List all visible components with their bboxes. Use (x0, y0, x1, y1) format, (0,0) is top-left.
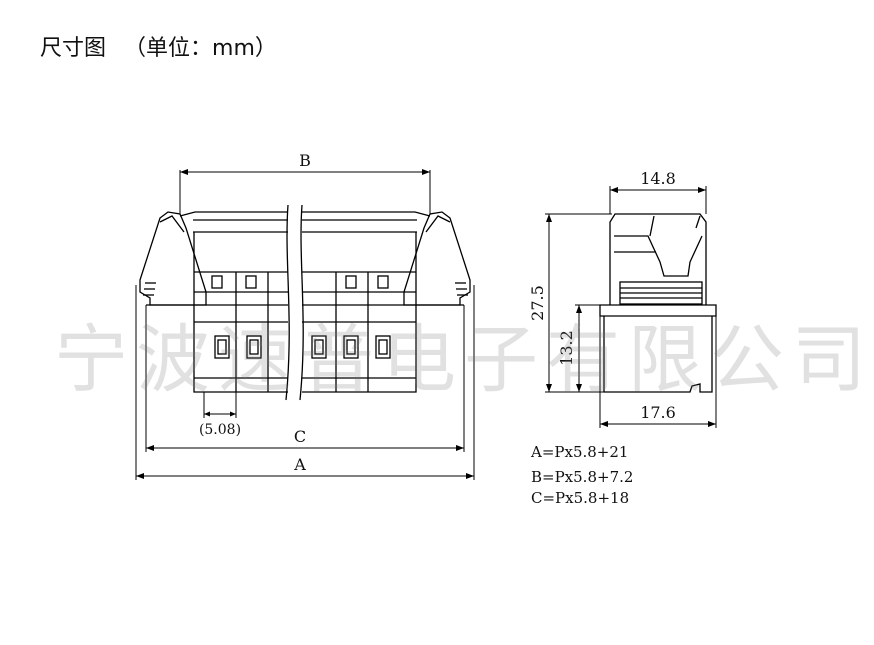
dim-a-label: A (293, 455, 306, 474)
formula-b: B=Px5.8+7.2 (531, 468, 633, 486)
dim-b-label: B (299, 151, 311, 170)
side-top-width-label: 14.8 (640, 169, 676, 188)
formula-a: A=Px5.8+21 (530, 443, 628, 461)
dim-c-label: C (294, 427, 306, 446)
side-height-total-label: 27.5 (528, 285, 547, 321)
side-height-lower-label: 13.2 (557, 330, 576, 366)
front-view (139, 211, 471, 393)
side-view (599, 213, 717, 393)
pitch-label: (5.08) (199, 422, 241, 438)
side-bottom-width-label: 17.6 (640, 403, 676, 422)
title-unit: （单位：mm） (124, 36, 277, 61)
page-title: 尺寸图 （单位：mm） (40, 30, 277, 62)
formula-c: C=Px5.8+18 (531, 489, 629, 507)
watermark: 宁波速普电子有限公司 (54, 317, 874, 403)
title-main: 尺寸图 (40, 36, 107, 61)
